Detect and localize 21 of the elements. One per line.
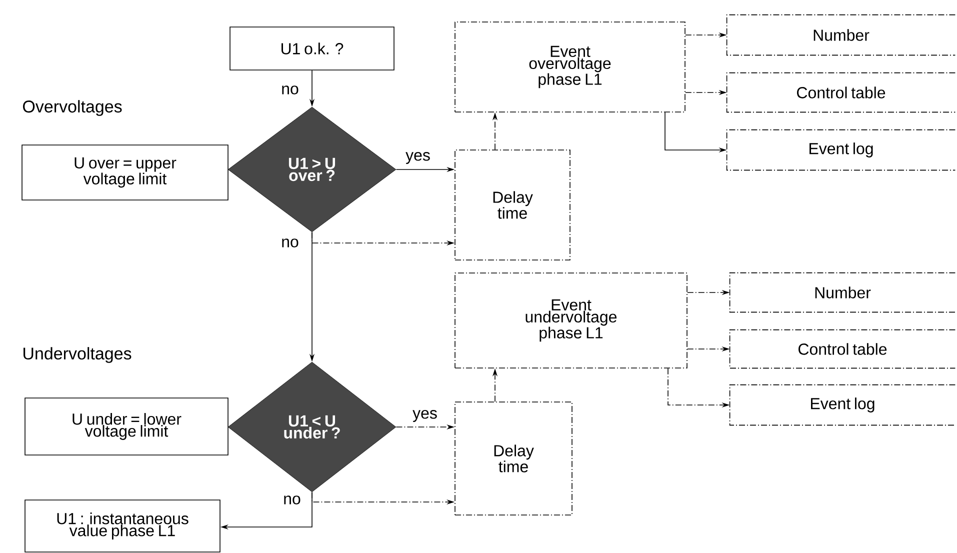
output-box: Number: [726, 14, 956, 56]
output-box: Number: [729, 272, 956, 313]
output-box: Event log: [726, 129, 956, 171]
event-box: Event overvoltage phase L1: [454, 22, 686, 112]
event-box: Event undervoltage phase L1: [454, 272, 688, 368]
output-box: Control table: [729, 329, 956, 369]
edge-label: no: [280, 84, 300, 96]
section-heading: Overvoltages: [23, 100, 122, 116]
delay-box: Delay time: [454, 150, 570, 260]
output-box: Control table: [726, 72, 956, 113]
section-heading: Undervoltages: [24, 347, 132, 363]
edge-label: yes: [412, 409, 438, 423]
delay-box: Delay time: [454, 402, 572, 516]
question-box: U1 o.k. ?: [230, 26, 394, 70]
note-box: U1 : instantaneous value phase L1: [24, 500, 220, 552]
edge-label: no: [282, 494, 302, 506]
note-box: U over = upper voltage limit: [22, 144, 228, 200]
note-box: U under = lower voltage limit: [24, 398, 228, 456]
edge-label: yes: [404, 151, 432, 165]
output-box: Event log: [729, 384, 956, 426]
edge-label: no: [280, 238, 300, 248]
